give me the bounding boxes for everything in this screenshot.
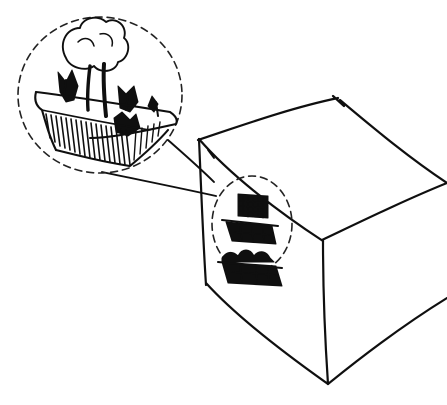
leader-line-lower <box>102 172 216 196</box>
cube-right-face <box>328 298 447 384</box>
tree-trunk-second <box>88 66 90 110</box>
detail-dashed-circle <box>18 17 182 173</box>
planter-box-left-edge <box>35 92 56 150</box>
tree-canopy-inner <box>78 34 112 46</box>
lower-wall-planter <box>218 250 282 286</box>
tree-canopy <box>63 18 128 71</box>
planter-detail-magnified <box>18 17 182 173</box>
trellis-grid-lines <box>238 196 268 218</box>
lower-planter-plants <box>222 250 274 262</box>
wall-planter-cluster <box>212 176 292 286</box>
cube-top-face <box>198 96 447 241</box>
upper-wall-planter <box>222 194 278 244</box>
leader-line-upper <box>168 140 214 182</box>
tree-trunk-main <box>104 64 106 116</box>
